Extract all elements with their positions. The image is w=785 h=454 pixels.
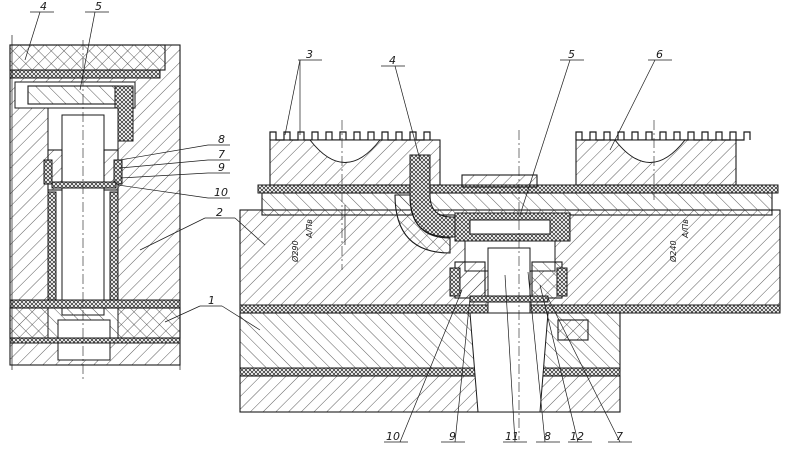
callout-labels: 4 5 8 7 9 10 2 1 3 4 5 6 10 9 11 8 12 7 <box>40 0 663 443</box>
left-top-gasket <box>9 69 161 79</box>
right-section-view <box>239 120 781 440</box>
callout-top-6: 6 <box>656 48 663 61</box>
callout-top-4: 4 <box>389 54 396 67</box>
callout-left-9: 9 <box>218 161 225 174</box>
valve-washer-12 <box>469 295 549 303</box>
callout-bottom-7: 7 <box>616 430 623 443</box>
left-lower-gasket <box>9 299 181 309</box>
dimension-left: Ø290 A/Пв <box>290 219 314 263</box>
callout-top-3: 3 <box>306 48 313 61</box>
callout-bottom-8: 8 <box>544 430 551 443</box>
callout-bottom-12: 12 <box>570 430 584 443</box>
dimension-right: Ø240 A/Пв <box>668 219 690 263</box>
callout-left-7: 7 <box>218 148 225 161</box>
dimension-left-tolerance: A/Пв <box>305 219 314 239</box>
dimension-left-value: Ø290 <box>290 240 300 263</box>
callout-bottom-9: 9 <box>449 430 456 443</box>
clamp-6 <box>575 131 751 186</box>
callout-bottom-11: 11 <box>505 430 519 443</box>
callout-left-4: 4 <box>40 0 47 13</box>
callout-bottom-10: 10 <box>386 430 400 443</box>
dimension-right-tolerance: A/Пв <box>681 219 690 239</box>
leader-lines <box>24 11 672 443</box>
callout-left-8: 8 <box>218 133 225 146</box>
callout-left-2: 2 <box>216 206 223 219</box>
left-washer-10 <box>51 181 117 189</box>
callout-top-5: 5 <box>568 48 575 61</box>
callout-left-10: 10 <box>214 186 228 199</box>
left-screw-part-5 <box>27 85 119 105</box>
callout-mid-1: 1 <box>208 294 215 307</box>
dimension-right-value: Ø240 <box>668 240 678 263</box>
callout-left-5: 5 <box>95 0 102 13</box>
left-section-view <box>9 35 181 380</box>
